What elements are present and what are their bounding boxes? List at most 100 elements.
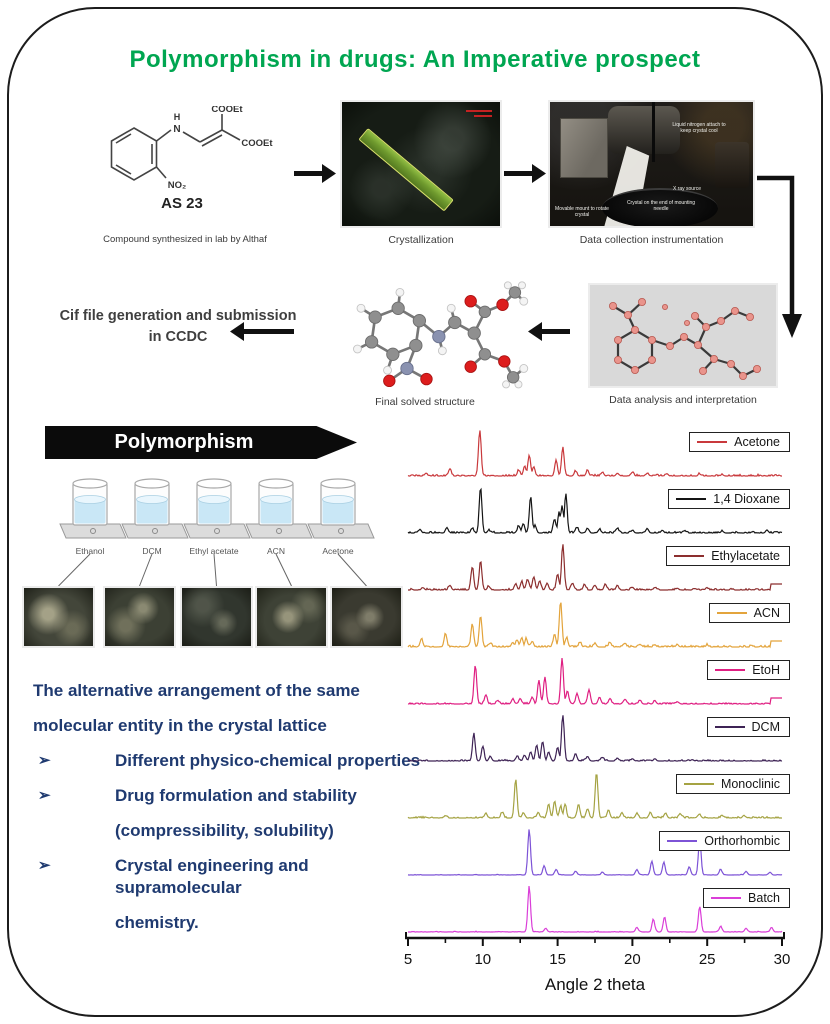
x-tick-label: 30 [774,951,791,968]
legend-orthorhombic: Orthorhombic [659,831,790,851]
beaker-label: Ethanol [76,546,105,556]
arrow-down-icon [757,175,802,338]
annotation-crystal-needle: Crystal on the end of mounting needle [626,200,696,212]
crystal-photo-ethanol [22,586,95,648]
instrumentation-caption: Data collection instrumentation [579,234,724,246]
legend-label: EtoH [752,663,780,677]
legend-monoclinic: Monoclinic [675,774,790,794]
legend-line-swatch [715,669,746,671]
key-point-line: (compressibility, solubility) [30,820,430,842]
beaker-ethanol: Ethanol [59,478,127,556]
arrow-right-icon [294,164,336,183]
legend-label: DCM [751,720,780,734]
beaker-label: Ethyl acetate [189,546,238,556]
legend-label: ACN [753,606,780,620]
crystallization-caption: Crystallization [388,234,454,246]
x-tick-label: 25 [699,951,716,968]
legend-line-swatch [667,840,698,842]
instrumentation-photo: Liquid nitrogen attach to keep crystal c… [548,100,755,228]
x-axis-label: Angle 2 theta [545,975,646,994]
solved-caption: Final solved structure [375,396,475,408]
key-point-line: ➢ Drug formulation and stability [30,785,430,807]
legend-dcm: DCM [706,717,790,737]
scale-bar-mark2 [474,115,492,117]
xrd-trace-orthorhombic [407,829,783,876]
beaker-label: DCM [142,546,161,556]
annotation-xray-source: X ray source [672,186,702,192]
ester1-label: COOEt [211,106,243,115]
legend-line-swatch [711,897,742,899]
beaker-acetone: Acetone [307,478,375,556]
x-tick-label: 5 [404,951,412,968]
legend-label: 1,4 Dioxane [713,492,780,506]
legend-etoh: EtoH [707,660,790,680]
legend-ethylacetate: Ethylacetate [666,546,790,566]
x-tick-label: 20 [624,951,641,968]
xrd-trace-dcm [407,715,783,762]
legend-line-swatch [714,726,745,728]
key-point-text: Drug formulation and stability [115,786,357,805]
atom-label-h: H [174,112,181,122]
legend-line-swatch [674,555,705,557]
legend-label: Orthorhombic [704,834,780,848]
instrument-part [715,142,749,188]
legend-label: Monoclinic [720,777,780,791]
crystallization-photo [340,100,502,228]
legend-line-swatch [683,783,714,785]
x-tick-label: 10 [474,951,491,968]
xrd-trace-acn [407,602,782,649]
microscope-cylinder [608,106,680,154]
arrow-left-icon [230,322,294,341]
xrd-trace-batch [408,886,783,933]
compound-name: AS 23 [161,195,203,212]
no2-label: NO₂ [168,180,186,191]
legend-label: Acetone [734,435,780,449]
x-tick-label: 15 [549,951,566,968]
analysis-structure-drawing [608,297,761,381]
analysis-caption: Data analysis and interpretation [609,394,757,406]
legend-1-4-dioxane: 1,4 Dioxane [668,489,790,509]
legend-line-swatch [697,441,728,443]
arrow-left-icon [528,322,570,341]
key-point-text: (compressibility, solubility) [115,821,334,840]
key-point-text: Crystal engineering and supramolecular [115,856,309,897]
bullet-arrow-icon: ➢ [38,787,51,804]
arrow-right-icon [504,164,546,183]
crystal-photo-ethylacetate [180,586,253,648]
legend-batch: Batch [703,888,790,908]
detector-box [560,118,608,178]
key-point-text: The alternative arrangement of the same [33,681,360,700]
xrd-trace-ethylacetate [408,544,782,592]
xrd-trace-monoclinic [407,774,782,820]
key-point-line: ➢Crystal engineering and supramolecular [30,855,430,899]
green-crystal [358,128,454,212]
beaker-dcm: DCM [121,478,189,556]
beaker-ethyl-acetate: Ethyl acetate [183,478,251,556]
key-point-line: molecular entity in the crystal lattice [30,715,430,737]
annotation-movable-mount: Movable mount to rotate crystal [555,206,609,218]
key-point-text: chemistry. [115,913,199,932]
key-point-line: chemistry. [30,912,430,934]
legend-line-swatch [716,612,747,614]
legend-label: Ethylacetate [711,549,780,563]
polymorphism-banner: Polymorphism [45,426,357,459]
cif-line1: Cif file generation and submission [59,308,297,324]
compound-caption: Compound synthesized in lab by Althaf [103,234,267,245]
analysis-panel [588,283,778,388]
beaker-label: Acetone [322,546,353,556]
cif-text: Cif file generation and submission in CC… [58,306,298,348]
xrd-trace-acetone [407,430,782,477]
cif-line2: in CCDC [148,329,208,345]
compound-2d-structure: N H COOEt COOEt NO₂ AS 23 [110,106,273,212]
key-point-line: The alternative arrangement of the same [30,680,430,702]
xrd-trace-etoh [407,658,782,705]
page-title: Polymorphism in drugs: An Imperative pro… [129,46,701,73]
legend-label: Batch [748,891,780,905]
scale-bar-mark [466,110,492,112]
solved-structure-3d [353,281,529,389]
atom-label-n: N [173,124,180,135]
legend-acetone: Acetone [689,432,790,452]
